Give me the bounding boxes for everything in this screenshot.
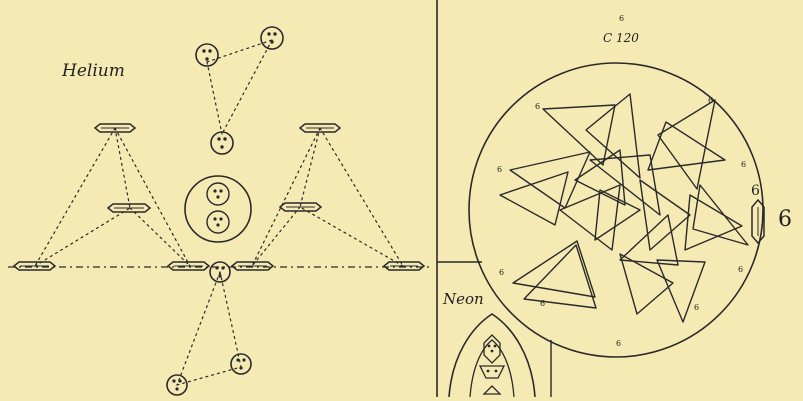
right-link-4 (300, 207, 403, 266)
side-six-large: 6 (778, 207, 792, 232)
right-link-2 (300, 128, 320, 207)
tip-top: 6 (619, 14, 624, 23)
sphere-upper-center (211, 132, 233, 154)
right-link-3 (252, 128, 320, 266)
tip-lower-left: 6 (540, 299, 545, 308)
helium-label: Helium (61, 61, 125, 81)
star-tip-markers: 6 6 6 6 6 6 6 6 6 6 6 (497, 14, 746, 348)
sphere-bottom-right (231, 354, 251, 374)
left-link-5 (130, 208, 190, 266)
left-link-2 (115, 128, 130, 208)
tip-right-lower: 6 (738, 265, 743, 274)
rod-inner-left (168, 262, 209, 270)
helium-figure: Helium (8, 27, 432, 395)
central-nucleus (185, 176, 251, 242)
left-link-1 (35, 128, 115, 266)
left-link-4 (35, 208, 130, 266)
rod-far-right (384, 262, 424, 270)
neon-body-middle (480, 366, 504, 378)
rod-top-right (300, 124, 340, 132)
neon-label: Neon (442, 290, 484, 308)
neon-outer-shell (449, 314, 535, 397)
sphere-top-right (261, 27, 283, 49)
tip-left-upper: 6 (497, 165, 502, 174)
left-link-3 (115, 128, 190, 266)
neon-inner-shell (470, 340, 514, 397)
c120-figure: C 120 6 6 6 6 (469, 14, 792, 357)
rod-inner-right (232, 262, 273, 270)
tip-lower-right: 6 (694, 303, 699, 312)
tip-upper-right: 6 (708, 96, 713, 105)
top-link-2 (207, 62, 222, 134)
c120-label: C 120 (603, 31, 639, 45)
tip-left-lower: 6 (499, 268, 504, 277)
right-link-5 (252, 207, 300, 266)
neon-body-lower (484, 386, 500, 394)
right-link-1 (320, 128, 403, 266)
neon-figure: Neon (442, 290, 535, 397)
rod-far-left (14, 262, 55, 270)
bottom-link-1 (177, 272, 220, 385)
tip-right-upper: 6 (741, 160, 746, 169)
side-six-small: 6 (751, 183, 760, 199)
rod-top-left (95, 124, 135, 132)
tip-upper-left: 6 (535, 102, 540, 111)
tip-bottom: 6 (616, 339, 621, 348)
c120-outer-circle (469, 63, 763, 357)
star-of-triangles (500, 94, 748, 322)
bottom-link-2 (220, 272, 241, 367)
